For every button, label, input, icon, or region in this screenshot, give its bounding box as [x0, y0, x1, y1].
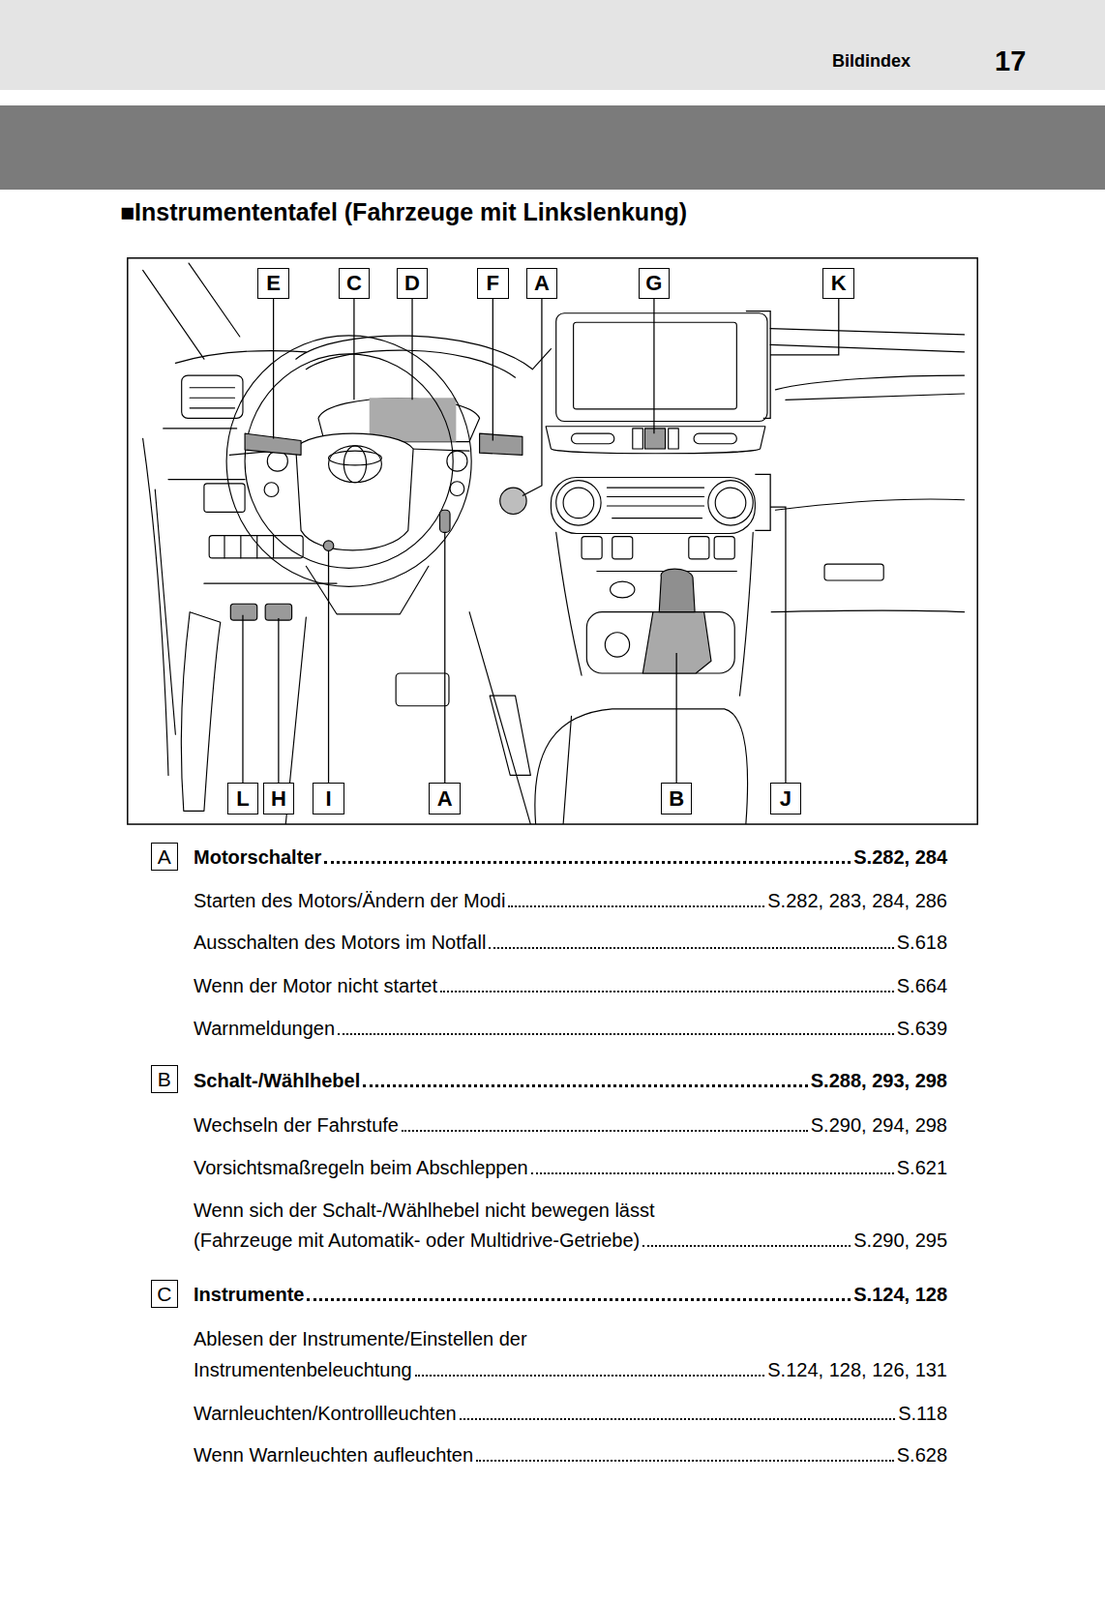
- section-title: ■Instrumententafel (Fahrzeuge mit Linksl…: [119, 197, 687, 227]
- index-row: Vorsichtsmaßregeln beim Abschleppen S.621: [193, 1156, 948, 1180]
- dot-leader: [531, 1172, 895, 1175]
- leader-lines: [242, 298, 839, 784]
- page-reference: S.282, 284: [853, 845, 948, 869]
- callout-box: D: [396, 268, 429, 300]
- index-row: Starten des Motors/Ändern der Modi S.282,…: [193, 889, 948, 913]
- page-reference: S.664: [896, 974, 948, 998]
- callout-box: I: [312, 782, 345, 815]
- dot-leader: [306, 1298, 851, 1302]
- header-band: [0, 0, 1105, 90]
- callout-letter: A: [437, 788, 453, 810]
- index-row: Motorschalter S.282, 284: [193, 845, 948, 869]
- callout-letter: C: [346, 272, 362, 295]
- index-row: Wenn Warnleuchten aufleuchten S.628: [193, 1443, 948, 1467]
- section-key-letter: C: [156, 1284, 172, 1305]
- callout-letter: J: [779, 788, 792, 810]
- callout-letter: F: [486, 272, 500, 295]
- dot-leader: [476, 1460, 895, 1463]
- index-row: Wenn sich der Schalt-/Wählhebel nicht be…: [193, 1198, 948, 1223]
- callout-letter: B: [668, 788, 685, 810]
- index-row: Instrumente S.124, 128: [193, 1283, 948, 1307]
- callout-letter: E: [266, 272, 281, 295]
- index-entry: Wenn der Motor nicht startet: [193, 974, 438, 998]
- dot-leader: [401, 1130, 808, 1133]
- index-entry: Wenn sich der Schalt-/Wählhebel nicht be…: [193, 1198, 656, 1223]
- callout-box: F: [477, 268, 509, 300]
- index-row: Wenn der Motor nicht startet S.664: [193, 974, 948, 998]
- index-row: Warnmeldungen S.639: [193, 1016, 948, 1041]
- header-bar: [0, 105, 1105, 190]
- index-heading: Schalt-/Wählhebel: [193, 1069, 360, 1093]
- page-reference: S.282, 283, 284, 286: [767, 889, 948, 913]
- page-reference: S.124, 128, 126, 131: [767, 1358, 948, 1382]
- section-key-box: A: [150, 842, 179, 871]
- dot-leader: [488, 947, 894, 950]
- index-entry: Ablesen der Instrumente/Einstellen der: [193, 1327, 528, 1351]
- page-reference: S.118: [897, 1402, 948, 1426]
- page-reference: S.618: [896, 930, 948, 955]
- section-key-letter: B: [157, 1069, 172, 1090]
- callout-box: H: [263, 782, 296, 815]
- running-header: Bildindex: [832, 50, 911, 72]
- dot-leader: [362, 1084, 808, 1088]
- page-reference: S.639: [896, 1016, 948, 1041]
- page-reference: S.288, 293, 298: [810, 1069, 948, 1093]
- callout-box: B: [660, 782, 693, 815]
- dot-leader: [337, 1033, 895, 1036]
- figure-frame: [127, 258, 978, 825]
- index-row: Wechseln der Fahrstufe S.290, 294, 298: [193, 1113, 948, 1137]
- index-row: Schalt-/Wählhebel S.288, 293, 298: [193, 1069, 948, 1093]
- dot-leader: [324, 861, 851, 865]
- index-entry: Vorsichtsmaßregeln beim Abschleppen: [193, 1156, 529, 1180]
- callout-letter: A: [534, 272, 550, 295]
- dot-leader: [440, 990, 895, 993]
- index-heading: Motorschalter: [193, 845, 322, 869]
- page-reference: S.124, 128: [853, 1283, 948, 1307]
- callout-box: E: [257, 268, 290, 300]
- section-key-box: B: [150, 1065, 179, 1094]
- page-reference: S.628: [896, 1443, 948, 1467]
- index-entry: Ausschalten des Motors im Notfall: [193, 930, 486, 955]
- index-row: Warnleuchten/Kontrollleuchten S.118: [193, 1402, 948, 1426]
- dot-leader: [415, 1374, 766, 1377]
- index-entry: Starten des Motors/Ändern der Modi: [193, 889, 506, 913]
- index-heading: Instrumente: [193, 1283, 304, 1307]
- callout-box: A: [526, 268, 559, 300]
- index-entry: Warnleuchten/Kontrollleuchten: [193, 1402, 457, 1426]
- page-reference: S.290, 294, 298: [810, 1113, 948, 1137]
- page-reference: S.290, 295: [853, 1228, 948, 1253]
- callout-letter: K: [831, 272, 847, 295]
- callout-letter: H: [270, 788, 287, 810]
- callout-letter: D: [404, 272, 420, 295]
- callout-box: J: [770, 782, 803, 815]
- index-row: Instrumentenbeleuchtung S.124, 128, 126, …: [193, 1358, 948, 1382]
- index-entry: Instrumentenbeleuchtung: [193, 1358, 413, 1382]
- callout-box: K: [822, 268, 855, 300]
- callout-box: L: [227, 782, 260, 815]
- dot-leader: [642, 1245, 851, 1248]
- section-key-box: C: [150, 1280, 179, 1309]
- dashboard-drawing: [143, 263, 965, 825]
- index-entry: Wechseln der Fahrstufe: [193, 1113, 399, 1137]
- section-key-letter: A: [157, 846, 172, 867]
- index-entry: Warnmeldungen: [193, 1016, 335, 1041]
- dot-leader: [459, 1418, 896, 1421]
- callout-letter: L: [236, 788, 249, 810]
- page-number: 17: [994, 44, 1026, 79]
- dot-leader: [507, 905, 765, 908]
- index-row: (Fahrzeuge mit Automatik- oder Multidriv…: [193, 1228, 948, 1253]
- callout-letter: I: [325, 788, 331, 810]
- callout-box: C: [338, 268, 371, 300]
- page-reference: S.621: [896, 1156, 948, 1180]
- callout-box: A: [428, 782, 461, 815]
- index-entry: (Fahrzeuge mit Automatik- oder Multidriv…: [193, 1228, 640, 1253]
- index-row: Ablesen der Instrumente/Einstellen der: [193, 1327, 948, 1351]
- callout-box: G: [638, 268, 671, 300]
- index-row: Ausschalten des Motors im Notfall S.618: [193, 930, 948, 955]
- index-entry: Wenn Warnleuchten aufleuchten: [193, 1443, 474, 1467]
- callout-letter: G: [645, 272, 662, 295]
